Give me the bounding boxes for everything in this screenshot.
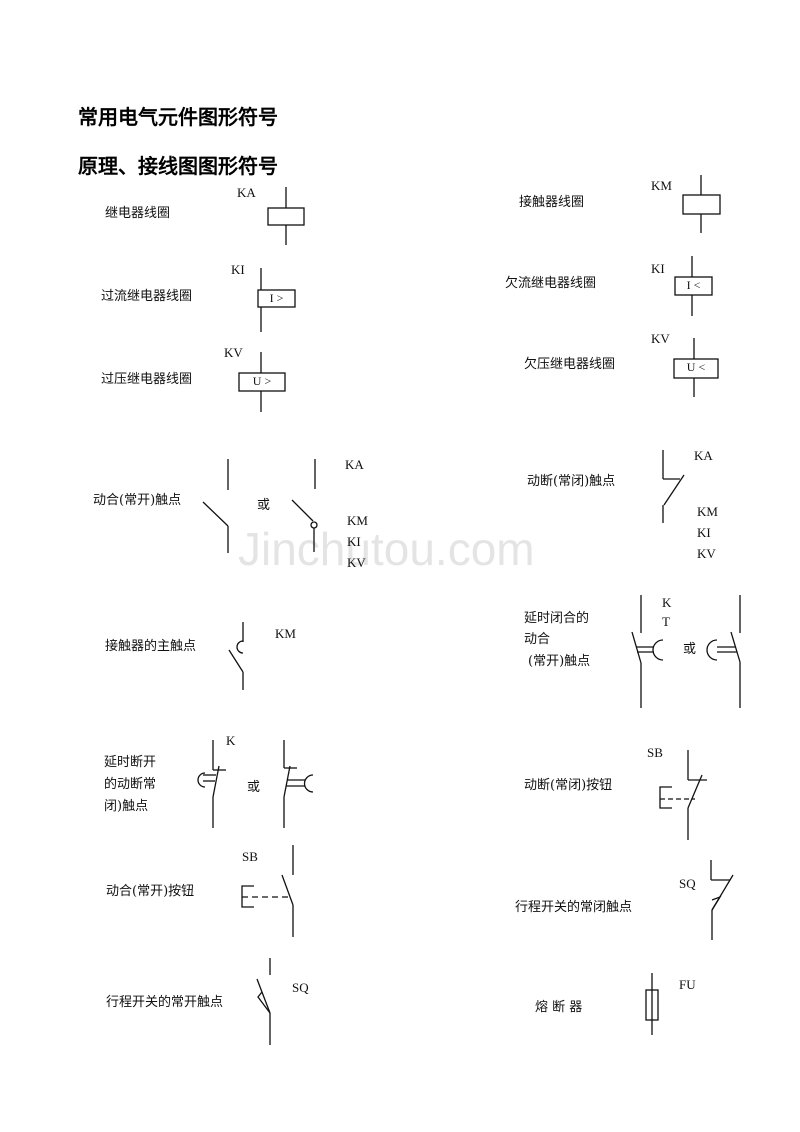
- delay-close-alt-symbol: [706, 595, 741, 708]
- contactor-coil-code: KM: [651, 178, 672, 193]
- no-contact-alt-symbol: [291, 459, 318, 552]
- contactor-coil-label: 接触器线圈: [519, 195, 585, 210]
- delay-close-label-line: 延时闭合的: [524, 611, 590, 626]
- undercurrent-coil-code: KI: [651, 261, 665, 276]
- overvoltage-coil-symbol: [238, 352, 286, 412]
- overcurrent-symbol-text: I >: [269, 291, 284, 305]
- delay-open-label-line: 延时断开: [104, 755, 157, 770]
- nc-button-code: SB: [647, 745, 663, 760]
- delay-open-code: K: [226, 733, 236, 748]
- limit-no-symbol: [256, 958, 271, 1045]
- undervoltage-symbol-text: U <: [686, 360, 706, 374]
- overvoltage-coil-label: 过压继电器线圈: [101, 372, 193, 387]
- no-contact-code: KA: [345, 457, 364, 472]
- or-text: 或: [257, 498, 271, 513]
- watermark: Jinchutou.com: [238, 523, 535, 575]
- fuse-code: FU: [679, 977, 696, 992]
- overcurrent-coil-label: 过流继电器线圈: [101, 289, 193, 304]
- delay-open-label-line: 闭)触点: [104, 799, 149, 814]
- overvoltage-symbol-text: U >: [252, 374, 272, 388]
- relay-coil-label: 继电器线圈: [105, 206, 171, 221]
- overcurrent-coil-symbol: [257, 268, 296, 332]
- no-contact-label: 动合(常开)触点: [93, 493, 182, 508]
- no-contact-code: KV: [347, 555, 366, 570]
- main-contact-label: 接触器的主触点: [105, 639, 197, 654]
- limit-nc-symbol: [710, 860, 734, 940]
- undercurrent-coil-label: 欠流继电器线圈: [505, 276, 597, 291]
- overvoltage-coil-code: KV: [224, 345, 243, 360]
- no-button-code: SB: [242, 849, 258, 864]
- or-text: 或: [247, 780, 261, 795]
- relay-coil-symbol: [267, 187, 305, 245]
- overcurrent-coil-code: KI: [231, 262, 245, 277]
- delay-close-symbol: [631, 595, 664, 708]
- no-button-label: 动合(常开)按钮: [106, 884, 195, 899]
- nc-button-label: 动断(常闭)按钮: [524, 778, 613, 793]
- limit-nc-label: 行程开关的常闭触点: [515, 900, 633, 915]
- no-contact-symbol: [202, 459, 229, 553]
- delay-close-label-line: 动合: [524, 632, 551, 647]
- limit-nc-code: SQ: [679, 876, 696, 891]
- no-button-symbol: [241, 845, 294, 937]
- undercurrent-symbol-text: I <: [686, 278, 701, 292]
- fuse-symbol: [645, 973, 659, 1035]
- delay-open-symbol: [197, 740, 226, 828]
- contactor-coil-symbol: [682, 175, 721, 233]
- nc-contact-code: KM: [697, 504, 718, 519]
- nc-button-symbol: [659, 750, 707, 840]
- nc-contact-symbol: [662, 450, 685, 523]
- nc-contact-label: 动断(常闭)触点: [527, 474, 616, 489]
- page-title: 常用电气元件图形符号: [78, 105, 278, 129]
- no-contact-code: KI: [347, 534, 361, 549]
- no-contact-code: KM: [347, 513, 368, 528]
- or-text: 或: [683, 642, 697, 657]
- undervoltage-coil-code: KV: [651, 331, 670, 346]
- undercurrent-coil-symbol: [674, 256, 713, 316]
- section-title: 原理、接线图图形符号: [78, 154, 278, 178]
- delay-open-label-line: 的动断常: [104, 777, 157, 792]
- nc-contact-code: KA: [694, 448, 713, 463]
- undervoltage-coil-symbol: [673, 338, 719, 397]
- delay-close-code: T: [662, 614, 670, 629]
- relay-coil-code: KA: [237, 185, 256, 200]
- fuse-label: 熔 断 器: [535, 1000, 583, 1015]
- main-contact-code: KM: [275, 626, 296, 641]
- nc-contact-code: KI: [697, 525, 711, 540]
- undervoltage-coil-label: 欠压继电器线圈: [524, 357, 616, 372]
- limit-no-label: 行程开关的常开触点: [106, 995, 224, 1010]
- main-contact-symbol: [228, 622, 244, 690]
- limit-no-code: SQ: [292, 980, 309, 995]
- delay-close-code: K: [662, 595, 672, 610]
- nc-contact-code: KV: [697, 546, 716, 561]
- delay-open-alt-symbol: [283, 740, 314, 828]
- delay-close-label-line: (常开)触点: [528, 654, 591, 669]
